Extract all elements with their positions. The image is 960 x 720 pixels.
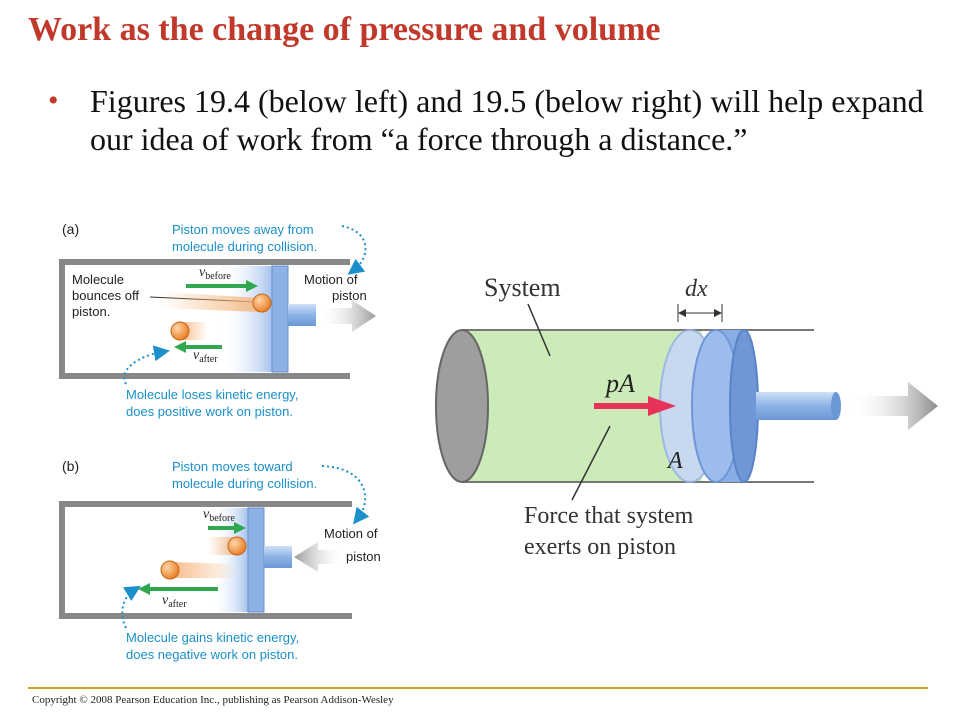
force-label-leader — [571, 425, 611, 501]
figure-b-note-bottom-line1: Molecule gains kinetic energy, — [126, 630, 299, 645]
figure-a-molecule-line1: Molecule — [72, 272, 124, 287]
system-piston-rod-end — [831, 392, 841, 420]
figure-b-piston-rod — [264, 546, 292, 568]
figure-a-molecule-line3: piston. — [72, 304, 110, 319]
figure-a-v-before-label: vbefore — [199, 265, 231, 282]
figure-a-note-top-line1: Piston moves away from — [172, 222, 314, 237]
force-pA-label: pA — [604, 369, 635, 398]
force-label-line1: Force that system — [524, 503, 694, 529]
copyright-footer: Copyright © 2008 Pearson Education Inc.,… — [32, 694, 394, 706]
figure-b-label: (b) — [62, 458, 79, 474]
figure-b-note-bottom-line2: does negative work on piston. — [126, 647, 298, 662]
system-piston-rod — [756, 392, 836, 420]
figure-b-note-bottom-pointer — [121, 585, 141, 629]
figure-a-molecule-after — [170, 321, 190, 341]
figure-a-motion-line1: Motion of — [304, 272, 358, 287]
figure-b-piston — [247, 507, 265, 613]
figure-a-note-top-line2: molecule during collision. — [172, 239, 317, 254]
figure-a-cylinder — [59, 259, 350, 379]
dx-arrowhead-left — [678, 309, 686, 317]
figure-a-note-bottom-line2: does positive work on piston. — [126, 404, 293, 419]
system-motion-arrow — [850, 382, 938, 430]
figure-a-label: (a) — [62, 221, 79, 237]
bullet-point: • Figures 19.4 (below left) and 19.5 (be… — [48, 82, 938, 158]
system-piston-back — [729, 329, 759, 483]
figure-a-motion-line2: piston — [332, 288, 367, 303]
figure-b-note-top-pointer — [321, 465, 370, 525]
figure-a-note-bottom-line1: Molecule loses kinetic energy, — [126, 387, 298, 402]
figure-b-v-before-arrowhead — [234, 522, 246, 534]
figure-b: (b) Piston moves toward molecule during … — [59, 458, 381, 662]
figure-b-v-after-label: vafter — [162, 593, 187, 610]
area-A-label: A — [666, 448, 683, 474]
figure-b-piston-glow — [212, 508, 248, 612]
force-label-line2: exerts on piston — [524, 534, 676, 560]
bullet-text: Figures 19.4 (below left) and 19.5 (belo… — [90, 83, 924, 157]
figure-a-note-bottom-pointer — [123, 345, 170, 385]
system-label: System — [484, 273, 561, 302]
dx-arrowhead-right — [714, 309, 722, 317]
figure-a: (a) Piston moves away from molecule duri… — [59, 221, 376, 419]
figure-b-note-top-line2: molecule during collision. — [172, 476, 317, 491]
force-pA-arrowhead — [648, 396, 676, 416]
figure-a-motion-arrow — [318, 300, 376, 332]
bullet-marker: • — [48, 84, 59, 117]
system-label-leader — [527, 303, 551, 357]
figure-b-motion-line2: piston — [346, 549, 381, 564]
figure-a-trail-before — [160, 292, 262, 312]
footer-divider — [28, 687, 928, 689]
figure-b-trail-after — [170, 562, 236, 578]
figure-b-molecule-before — [227, 536, 247, 556]
slide-title: Work as the change of pressure and volum… — [28, 11, 661, 48]
figure-a-piston-rod — [288, 304, 316, 326]
figure-b-motion-line1: Motion of — [324, 526, 378, 541]
figure-system: System dx pA A Force that system exerts … — [435, 273, 938, 560]
figure-a-v-after-arrowhead — [174, 341, 186, 353]
figure-a-piston — [271, 265, 289, 373]
figure-b-v-after-arrowhead — [138, 583, 150, 595]
figure-b-molecule-after — [160, 560, 180, 580]
figure-b-v-before-label: vbefore — [203, 507, 235, 524]
system-cylinder-end-cap — [435, 329, 489, 483]
figure-a-molecule-line2: bounces off — [72, 288, 139, 303]
dx-label: dx — [685, 276, 708, 302]
figure-a-v-after-label: vafter — [193, 348, 218, 365]
figure-b-note-top-line1: Piston moves toward — [172, 459, 293, 474]
figure-a-v-before-arrowhead — [246, 280, 258, 292]
figure-b-cylinder — [59, 501, 352, 619]
figure-a-molecule-before — [252, 293, 272, 313]
figure-b-motion-arrow — [294, 542, 346, 572]
